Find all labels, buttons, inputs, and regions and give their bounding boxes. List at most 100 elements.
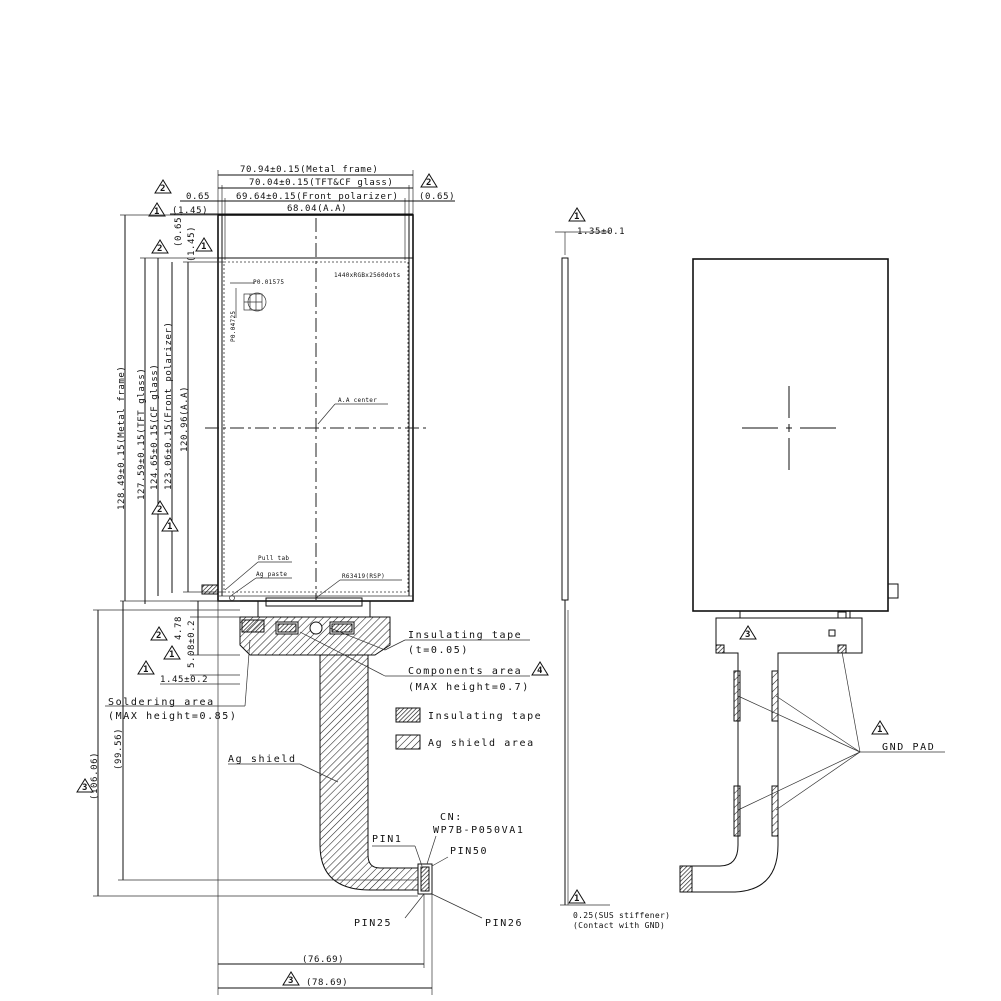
svg-text:3: 3 xyxy=(288,976,293,986)
pixel-pitch-v: P0.04725 xyxy=(230,311,237,342)
gnd-pad xyxy=(771,670,779,722)
dim-metal-frame-w: 70.94±0.15(Metal frame) xyxy=(240,165,378,175)
svg-text:1: 1 xyxy=(574,894,579,904)
svg-text:2: 2 xyxy=(156,631,161,641)
revision-mark-2: 2 xyxy=(154,179,172,194)
side-view: 1.35±0.1 1 0.25(SUS stiffener) (Contact … xyxy=(555,207,670,930)
dim-vert-145: (1.45) xyxy=(187,226,197,262)
svg-text:2: 2 xyxy=(157,505,162,515)
legend-insulating-label: Insulating tape xyxy=(428,711,542,722)
svg-text:2: 2 xyxy=(157,244,162,254)
dim-7669: (76.69) xyxy=(302,955,344,965)
revision-mark-1: 1 xyxy=(163,645,181,660)
dim-tft-glass-h: 127.59±0.15(TFT glass) xyxy=(137,368,147,500)
ic-label: R63419(RSP) xyxy=(342,573,385,580)
insulating-thickness-label: (t=0.05) xyxy=(408,645,469,656)
pin1-label: PIN1 xyxy=(372,834,402,845)
revision-mark-1: 1 xyxy=(568,889,586,904)
soldering-area-label: Soldering area xyxy=(108,697,215,708)
dim-508: 5.08±0.2 xyxy=(187,620,197,668)
aa-center-label: A.A center xyxy=(338,397,377,404)
components-area-label: Components area xyxy=(408,666,522,677)
svg-text:1: 1 xyxy=(169,650,174,660)
dim-tft-cf-glass-w: 70.04±0.15(TFT&CF glass) xyxy=(249,178,393,188)
svg-text:3: 3 xyxy=(82,783,87,793)
gnd-pad-label: GND PAD xyxy=(882,742,935,753)
dim-145-02: 1.45±0.2 xyxy=(160,675,208,685)
back-fpc xyxy=(679,617,863,893)
gnd-pad xyxy=(771,785,779,837)
back-frame-outline xyxy=(692,258,889,612)
soldering-height-label: (MAX height=0.85) xyxy=(108,711,238,722)
ag-paste-label: Ag paste xyxy=(256,571,287,578)
pin26-label: PIN26 xyxy=(485,918,523,929)
dim-left-065: 0.65 xyxy=(186,192,210,202)
svg-text:1: 1 xyxy=(201,242,206,252)
dim-active-area-w: 68.04(A.A) xyxy=(287,204,347,214)
revision-mark-2: 2 xyxy=(151,239,169,254)
revision-mark-1: 1 xyxy=(161,517,179,532)
pixel-detail: P0.01575 P0.04725 xyxy=(230,279,284,342)
cn-part-label: WP7B-P050VA1 xyxy=(433,825,524,836)
dim-front-polarizer-h: 123.06±0.15(Front polarizer) xyxy=(164,321,174,490)
dim-478: 4.78 xyxy=(174,616,184,640)
dim-right-065: (0.65) xyxy=(419,192,455,202)
driver-ic xyxy=(265,597,363,607)
pin25-label: PIN25 xyxy=(354,918,392,929)
back-side-tab xyxy=(887,583,899,599)
revision-mark-3: 3 xyxy=(282,971,300,986)
svg-text:2: 2 xyxy=(426,178,431,188)
dim-10606: (106.06) xyxy=(90,752,100,800)
svg-text:1: 1 xyxy=(877,725,882,735)
revision-mark-2: 2 xyxy=(420,173,438,188)
dim-left-145: (1.45) xyxy=(172,206,208,216)
svg-text:3: 3 xyxy=(745,630,750,640)
ag-shield-fpc xyxy=(319,654,419,891)
gnd-pad xyxy=(733,670,741,722)
contact-gnd-label: (Contact with GND) xyxy=(573,921,665,930)
revision-mark-1: 1 xyxy=(568,207,586,222)
legend-ag-shield-label: Ag shield area xyxy=(428,738,535,749)
back-connector xyxy=(679,865,693,893)
dim-front-polarizer-w: 69.64±0.15(Front polarizer) xyxy=(236,192,399,202)
pull-tab xyxy=(201,584,219,595)
sus-stiffener-label: 0.25(SUS stiffener) xyxy=(573,911,670,920)
gnd-pad xyxy=(733,785,741,837)
revision-mark-1: 1 xyxy=(148,202,166,217)
revision-mark-3: 3 xyxy=(76,778,94,793)
revision-mark-2: 2 xyxy=(151,500,169,515)
pull-tab-label: Pull tab xyxy=(258,555,289,562)
revision-mark-4: 4 xyxy=(531,661,549,676)
side-thickness-label: 1.35±0.1 xyxy=(577,227,625,237)
svg-text:1: 1 xyxy=(167,522,172,532)
back-view: 3 GND PAD 1 xyxy=(679,258,945,893)
components-height-label: (MAX height=0.7) xyxy=(408,682,530,693)
pin50-label: PIN50 xyxy=(450,846,488,857)
dim-cf-glass-h: 124.65±0.15(CF glass) xyxy=(150,364,160,490)
svg-text:1: 1 xyxy=(143,665,148,675)
legend-insulating-swatch xyxy=(395,707,421,723)
dim-active-area-h: 120.96(A.A) xyxy=(180,386,190,452)
svg-text:1: 1 xyxy=(574,212,579,222)
revision-mark-1: 1 xyxy=(137,660,155,675)
svg-text:1: 1 xyxy=(154,207,159,217)
side-profile xyxy=(561,257,569,601)
svg-text:4: 4 xyxy=(537,666,543,676)
dim-vert-065: (0.65) xyxy=(174,211,184,247)
revision-mark-3: 3 xyxy=(739,625,757,640)
front-view: 70.94±0.15(Metal frame) 70.04±0.15(TFT&C… xyxy=(76,165,549,995)
cn-label: CN: xyxy=(440,812,463,823)
revision-mark-1: 1 xyxy=(195,237,213,252)
revision-mark-1: 1 xyxy=(871,720,889,735)
legend-ag-shield-swatch xyxy=(395,734,421,750)
dim-7869: (78.69) xyxy=(306,978,348,988)
pixel-pitch-h: P0.01575 xyxy=(253,279,284,286)
revision-mark-2: 2 xyxy=(150,626,168,641)
dim-metal-frame-h: 128.49±0.15(Metal frame) xyxy=(117,366,127,510)
insulating-tape-label: Insulating tape xyxy=(408,630,522,641)
ag-shield-label: Ag shield xyxy=(228,754,297,765)
svg-text:2: 2 xyxy=(160,184,165,194)
dim-9956: (99.56) xyxy=(114,728,124,770)
resolution-label: 1440xRGBx2560dots xyxy=(334,272,401,279)
